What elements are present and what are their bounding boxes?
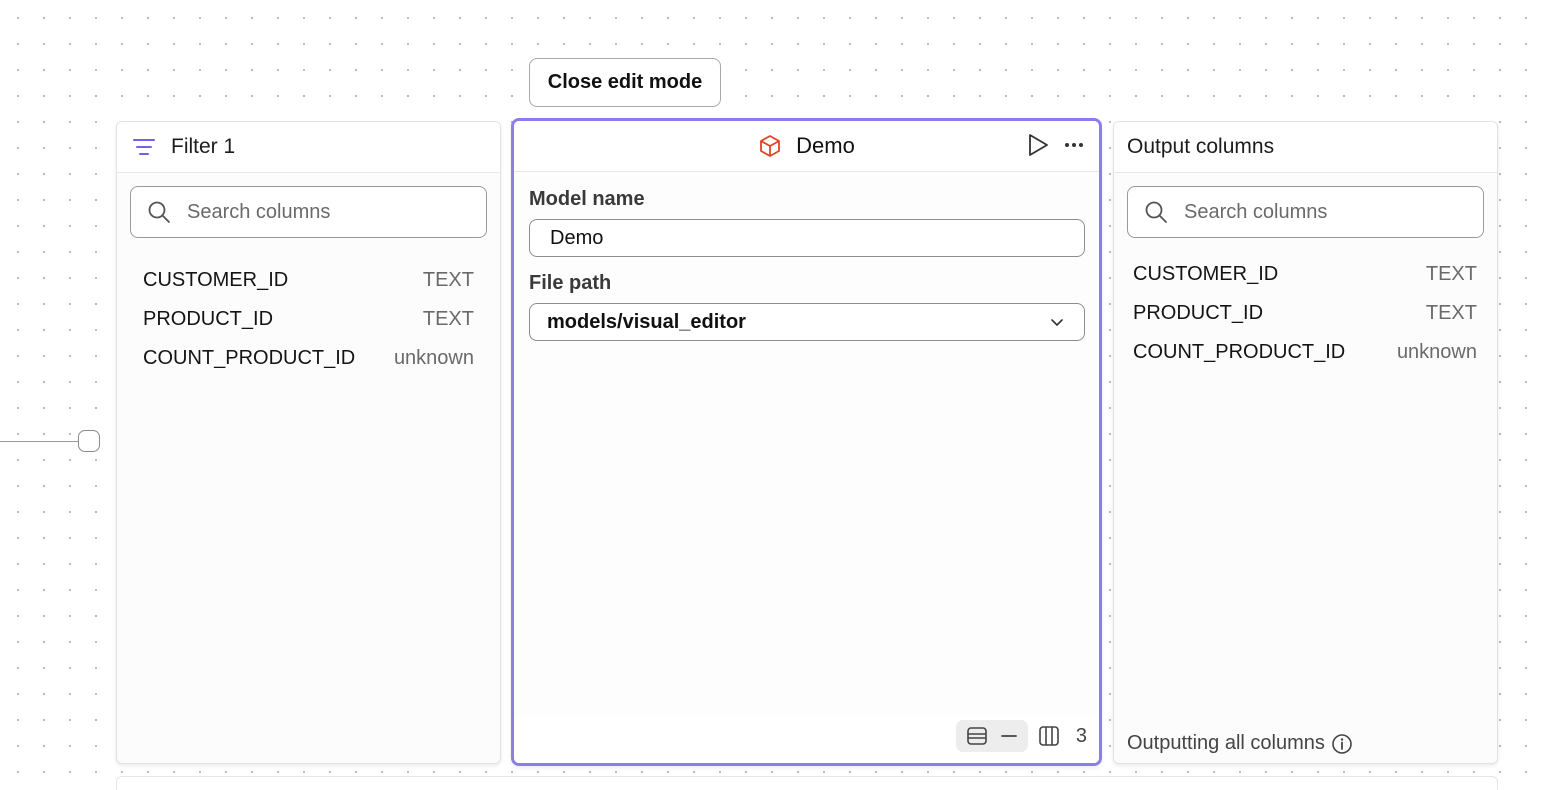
column-name: CUSTOMER_ID xyxy=(1133,263,1279,285)
minus-icon xyxy=(1000,726,1018,746)
model-node-panel[interactable]: Demo Model name File path models/visual_… xyxy=(511,118,1102,766)
column-name: PRODUCT_ID xyxy=(1133,302,1264,324)
column-type: TEXT xyxy=(1425,263,1477,285)
model-name-label: Model name xyxy=(529,188,645,210)
column-row[interactable]: PRODUCT_ID TEXT xyxy=(1133,294,1477,333)
model-name-input[interactable] xyxy=(529,219,1085,257)
column-row[interactable]: PRODUCT_ID TEXT xyxy=(143,300,474,339)
right-search-box[interactable] xyxy=(1127,186,1484,238)
right-search-input[interactable] xyxy=(1182,199,1466,225)
model-node-title: Demo xyxy=(796,133,855,158)
column-name: COUNT_PRODUCT_ID xyxy=(1133,341,1346,363)
output-columns-title: Output columns xyxy=(1127,135,1275,158)
column-type: unknown xyxy=(393,347,474,369)
filter-node-header: Filter 1 xyxy=(117,122,500,173)
footer-controls: 3 xyxy=(955,720,1087,752)
chevron-down-icon xyxy=(1050,317,1064,327)
file-path-label: File path xyxy=(529,272,612,294)
search-icon xyxy=(1145,201,1167,223)
column-row[interactable]: CUSTOMER_ID TEXT xyxy=(1133,255,1477,294)
column-count: 3 xyxy=(1075,724,1087,747)
node-input-port[interactable] xyxy=(78,430,100,452)
column-row[interactable]: COUNT_PRODUCT_ID unknown xyxy=(1133,333,1477,372)
column-type: unknown xyxy=(1396,341,1477,363)
model-footer: 3 xyxy=(514,715,1099,763)
info-icon[interactable] xyxy=(1331,733,1353,755)
output-columns-header: Output columns xyxy=(1114,122,1497,173)
output-footer-text: Outputting all columns xyxy=(1127,732,1325,754)
column-type: TEXT xyxy=(422,308,474,330)
file-path-select[interactable]: models/visual_editor xyxy=(529,303,1085,341)
search-icon xyxy=(148,201,170,223)
run-icon[interactable] xyxy=(1027,133,1049,157)
model-header-actions xyxy=(1027,133,1085,157)
connection-edge xyxy=(0,441,80,442)
column-type: TEXT xyxy=(1425,302,1477,324)
left-search-input[interactable] xyxy=(185,199,469,225)
file-path-value: models/visual_editor xyxy=(547,310,746,333)
more-options-icon[interactable] xyxy=(1063,133,1085,157)
column-name: CUSTOMER_ID xyxy=(143,269,289,291)
output-columns-panel[interactable]: Output columns CUSTOMER_ID TEXT PRODUCT_… xyxy=(1113,121,1498,764)
bottom-panel-edge xyxy=(116,776,1498,790)
output-footer: Outputting all columns xyxy=(1127,732,1353,755)
model-node-header: Demo xyxy=(514,121,1099,172)
filter-node-panel[interactable]: Filter 1 CUSTOMER_ID TEXT PRODUCT_ID TEX… xyxy=(116,121,501,764)
left-column-list: CUSTOMER_ID TEXT PRODUCT_ID TEXT COUNT_P… xyxy=(143,261,474,378)
row-collapse-toggle[interactable] xyxy=(955,720,1028,752)
output-column-list: CUSTOMER_ID TEXT PRODUCT_ID TEXT COUNT_P… xyxy=(1133,255,1477,372)
column-row[interactable]: CUSTOMER_ID TEXT xyxy=(143,261,474,300)
filter-icon xyxy=(133,136,155,158)
column-row[interactable]: COUNT_PRODUCT_ID unknown xyxy=(143,339,474,378)
column-name: PRODUCT_ID xyxy=(143,308,274,330)
column-type: TEXT xyxy=(422,269,474,291)
filter-node-title: Filter 1 xyxy=(171,135,236,158)
column-name: COUNT_PRODUCT_ID xyxy=(143,347,356,369)
left-search-box[interactable] xyxy=(130,186,487,238)
close-edit-mode-button[interactable]: Close edit mode xyxy=(529,58,721,107)
rows-icon xyxy=(966,726,988,746)
cube-icon xyxy=(758,134,782,158)
columns-icon[interactable] xyxy=(1038,725,1060,747)
